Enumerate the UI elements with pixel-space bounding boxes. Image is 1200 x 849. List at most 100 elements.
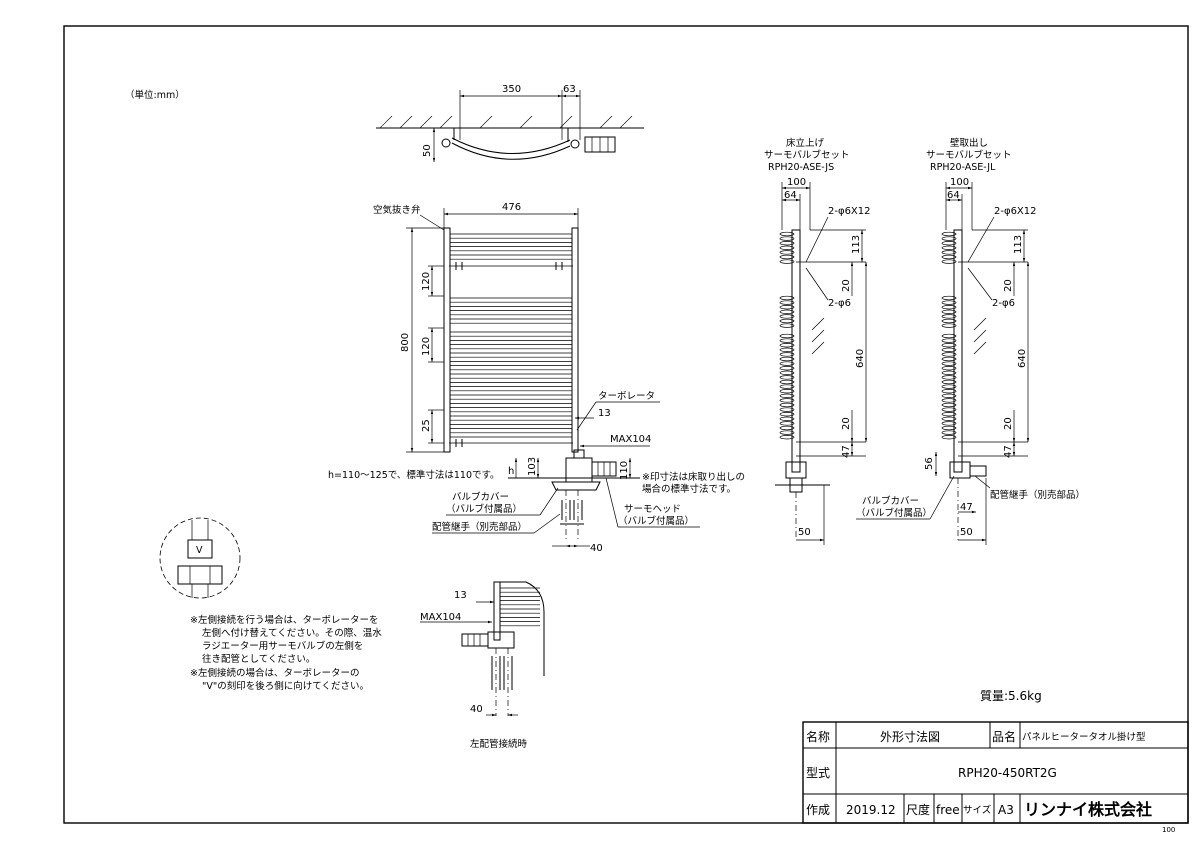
top-dim-width: 350 (502, 84, 521, 95)
floor-set-title-3: RPH20-ASE-JS (768, 162, 834, 173)
weight: 質量:5.6kg (980, 688, 1042, 703)
front-view: 空気抜き弁 476 800 120 120 25 (328, 202, 745, 554)
wall-dim-113: 113 (1013, 235, 1024, 254)
front-dim-h: h (508, 466, 514, 477)
front-dim-height: 800 (400, 333, 411, 352)
note-1-line-3: ラジエーター用サーモバルブの左側を (202, 640, 363, 652)
front-dim-40: 40 (590, 543, 603, 554)
wall-dim-20-a: 20 (1003, 279, 1014, 292)
fin (779, 435, 795, 440)
fin (941, 412, 957, 417)
fin (941, 338, 957, 343)
tb-scale-label: 尺度 (906, 802, 930, 817)
fin (779, 421, 795, 426)
floor-dim-20-b: 20 (841, 417, 852, 430)
fin (941, 435, 957, 440)
wall-dim-64: 64 (947, 190, 960, 201)
top-dim-depth: 50 (422, 144, 433, 157)
fin (941, 421, 957, 426)
note-1-line-1: ※左側接続を行う場合は、ターボレーターを (190, 614, 378, 626)
tb-size-value: A3 (998, 803, 1014, 817)
note-2-line-1: ※左側接続の場合は、ターボレーターの (190, 667, 359, 679)
fin (941, 309, 957, 314)
fin (779, 338, 795, 343)
wall-pipe-fitting-label: 配管継手（別売部品） (990, 489, 1085, 501)
fin (941, 314, 957, 319)
wall-set-title-1: 壁取出し (950, 137, 988, 149)
floor-dim-50: 50 (798, 527, 811, 538)
fin (779, 416, 795, 421)
fin (941, 241, 957, 246)
floor-dim-640: 640 (855, 349, 866, 368)
front-dim-120-a: 120 (421, 272, 432, 291)
tb-made-value: 2019.12 (846, 803, 896, 817)
fin (779, 407, 795, 412)
wall-hole-b: 2-φ6 (992, 298, 1015, 309)
fin (941, 236, 957, 241)
fin (941, 259, 957, 264)
thermo-head-label-1: サーモヘッド (624, 504, 681, 515)
wall-dim-640: 640 (1017, 349, 1028, 368)
floor-hole-b: 2-φ6 (828, 298, 851, 309)
tb-scale-value: free (936, 803, 960, 817)
fin (941, 245, 957, 250)
fin (941, 323, 957, 328)
front-dim-width: 476 (502, 202, 521, 213)
fin (779, 254, 795, 260)
left-connection-view: 13 MAX104 40 左配管接続時 (420, 581, 545, 750)
fin (779, 250, 795, 255)
thermo-head-label-2: （バルブ付属品） (618, 515, 694, 527)
tb-product-label: 品名 (992, 729, 1016, 744)
air-vent-label: 空気抜き弁 (373, 204, 421, 216)
fin (779, 370, 795, 375)
top-dim-offset: 63 (563, 84, 576, 95)
floor-note-1: ※印寸法は床取り出しの (642, 471, 745, 483)
front-dim-103: 103 (527, 457, 538, 476)
sheet-border (63, 25, 1189, 824)
fin (941, 398, 957, 403)
tb-name-label: 名称 (806, 729, 830, 744)
fin (941, 430, 957, 435)
fin (941, 305, 957, 310)
top-view: 350 63 50 (376, 84, 644, 162)
floor-set-title-2: サーモバルブセット (764, 149, 850, 161)
fin (941, 347, 957, 352)
fin (941, 393, 957, 398)
fin (779, 323, 795, 328)
fin (941, 333, 957, 339)
floor-dim-113: 113 (851, 235, 862, 254)
note-2-line-2: "V"の刻印を後ろ側に向けてください。 (202, 680, 369, 692)
fin (779, 402, 795, 408)
fin (941, 402, 957, 408)
tb-size-label: サイズ (963, 804, 992, 816)
fin (941, 425, 957, 431)
fin (779, 389, 795, 394)
wall-dim-50: 50 (960, 527, 973, 538)
wall-valve-cover-label-2: （バルブ付属品） (856, 507, 932, 519)
wall-hole-a: 2-φ6X12 (994, 206, 1037, 217)
fin (941, 318, 957, 324)
note-1-line-2: 左側へ付け替えてください。その際、温水 (202, 627, 382, 639)
fin (941, 370, 957, 375)
fin (779, 398, 795, 403)
sheet-code: 100 (1162, 826, 1175, 834)
fin (779, 384, 795, 389)
tb-model-value: RPH20-450RT2G (958, 766, 1057, 780)
front-dim-110: 110 (619, 461, 630, 480)
fin (779, 318, 795, 324)
fin (941, 366, 957, 371)
floor-set-view: 床立上げ サーモバルブセット RPH20-ASE-JS 100 64 2-φ6X… (764, 137, 871, 545)
wall-dim-47-b: 47 (960, 502, 973, 513)
left-caption: 左配管接続時 (470, 738, 528, 750)
front-dim-max104: MAX104 (610, 434, 651, 445)
wall-set-title-2: サーモバルブセット (926, 149, 1012, 161)
tb-name-value: 外形寸法図 (880, 730, 940, 744)
tb-model-label: 型式 (806, 766, 830, 780)
floor-dim-100: 100 (787, 177, 806, 188)
floor-dim-20-a: 20 (841, 279, 852, 292)
tb-company: リンナイ株式会社 (1024, 800, 1152, 819)
fin (779, 347, 795, 352)
floor-set-title-1: 床立上げ (786, 137, 825, 149)
detail-mark: V (196, 545, 203, 556)
